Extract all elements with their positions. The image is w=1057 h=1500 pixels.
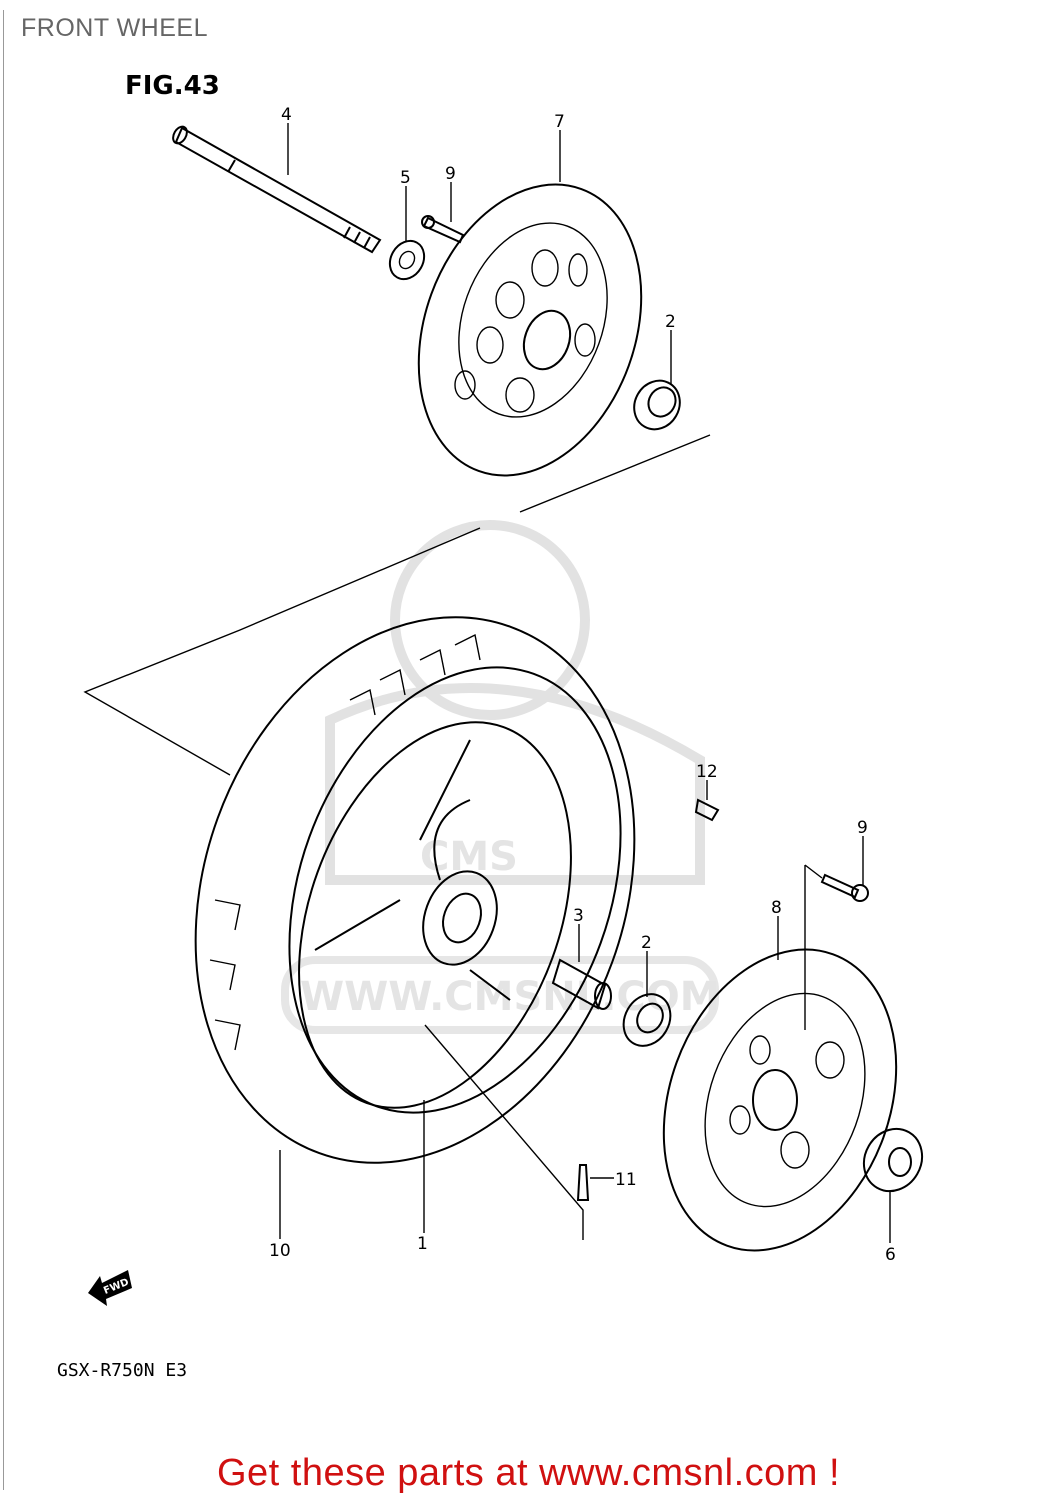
callout-9: 9: [445, 164, 456, 184]
callout-4: 4: [281, 105, 292, 125]
page-title: FRONT WHEEL: [21, 14, 208, 42]
watermark-logo: CMS WWW.CMSNL.COM: [281, 520, 720, 1034]
tire-part: [194, 616, 636, 1164]
brake-disc-left-part: [417, 183, 643, 477]
watermark-url: WWW.CMSNL.COM: [300, 974, 720, 1020]
watermark-brand: CMS: [420, 834, 518, 880]
disc-bolt-part: [421, 215, 465, 244]
promo-link[interactable]: Get these parts at www.cmsnl.com !: [216, 1452, 841, 1494]
axle-part: [172, 125, 382, 254]
washer-part: [388, 239, 426, 281]
callout-1: 1: [417, 1234, 428, 1254]
collar-part: [862, 1127, 924, 1193]
callout-9-right: 9: [857, 818, 868, 838]
callout-3: 3: [573, 906, 584, 926]
page-border: [3, 10, 4, 1490]
valve-part: [576, 1164, 590, 1201]
callout-10: 10: [269, 1241, 291, 1261]
wheel-rim-part: [298, 721, 572, 1109]
spacer-part: [551, 958, 612, 1010]
callout-2: 2: [665, 312, 676, 332]
callout-12: 12: [696, 762, 718, 782]
disc-bolt-right-part: [820, 873, 869, 902]
brake-disc-right-part: [662, 948, 898, 1252]
bearing-upper-part: [633, 379, 681, 431]
forward-arrow-icon: FWD: [88, 1270, 132, 1306]
bearing-lower-part: [622, 993, 672, 1047]
figure-label: FIG.43: [125, 71, 220, 101]
callout-8: 8: [771, 898, 782, 918]
callout-2-lower: 2: [641, 933, 652, 953]
callout-7: 7: [554, 112, 565, 132]
assembly-outline: [83, 434, 711, 776]
callout-6: 6: [885, 1245, 896, 1265]
callout-5: 5: [400, 168, 411, 188]
leader-lines: [279, 123, 891, 1243]
callout-11: 11: [615, 1170, 637, 1190]
model-code: GSX-R750N E3: [57, 1360, 187, 1381]
valve-cap-part: [694, 798, 720, 822]
